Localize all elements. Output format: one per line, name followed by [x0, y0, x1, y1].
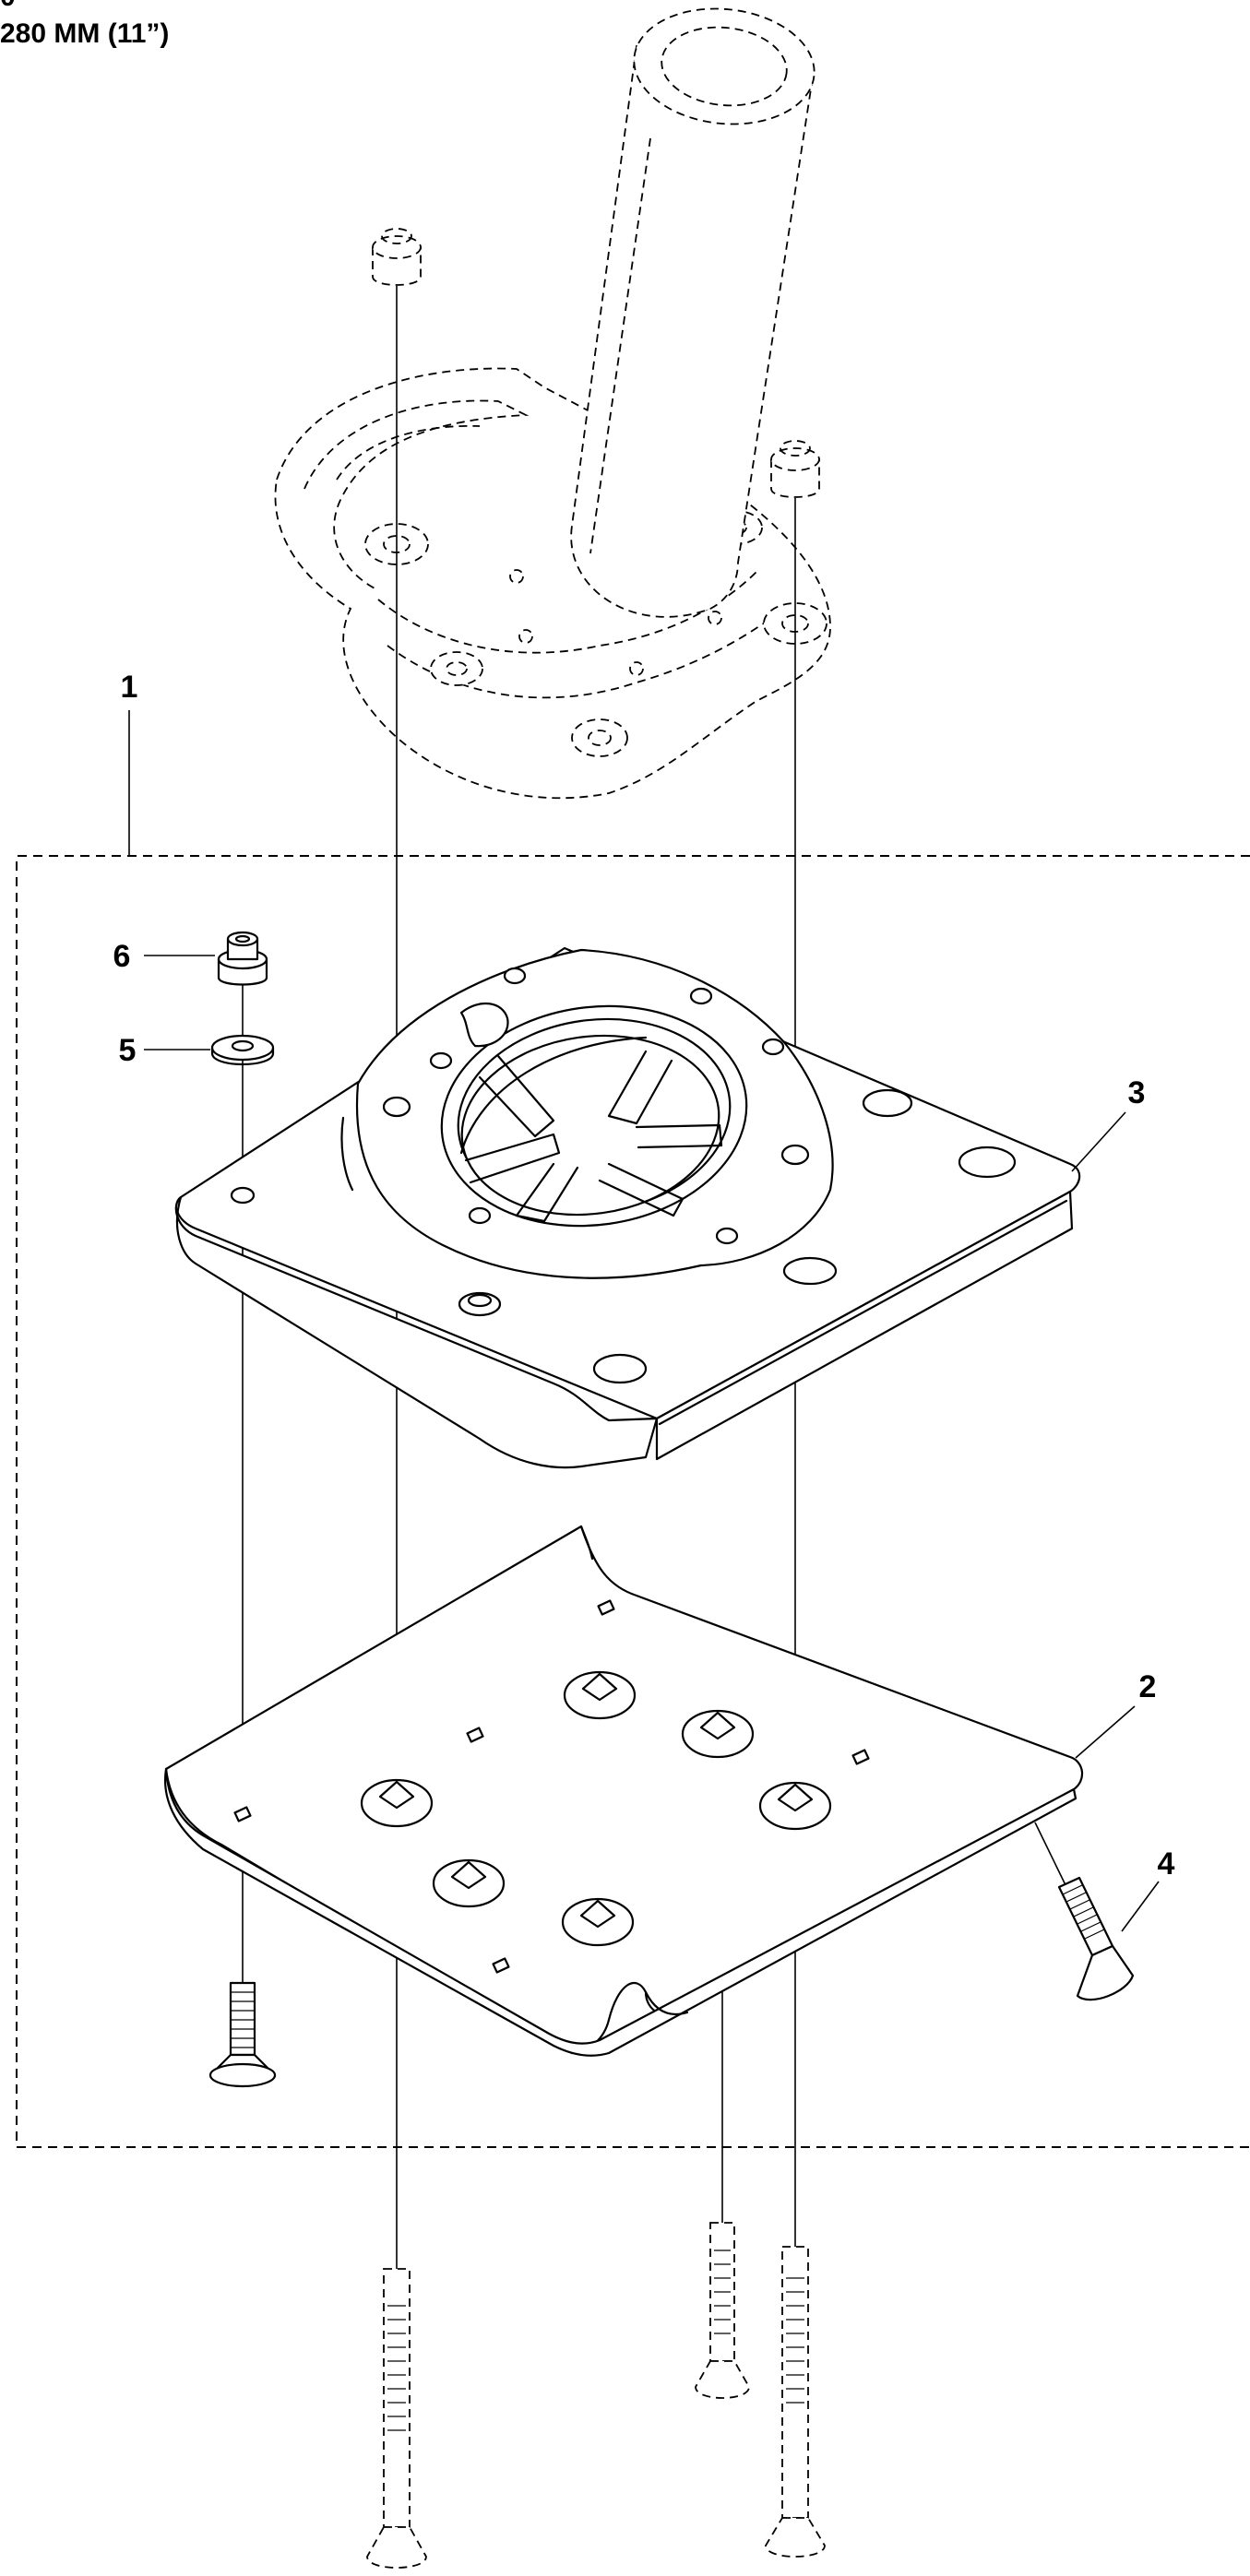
callout-4: 4	[1158, 1846, 1175, 1882]
callout-3: 3	[1128, 1075, 1146, 1110]
plate-adapter-grille	[460, 1034, 720, 1217]
plate-adapter-hole-left	[230, 1186, 256, 1205]
countersunk-screw-left	[208, 1981, 277, 2088]
plate-adapter-front	[655, 1190, 1074, 1461]
diagram-title-line-2: 280 MM (11”)	[0, 18, 170, 49]
callout-leader-3	[1071, 1111, 1126, 1172]
callout-leader-4	[1121, 1881, 1160, 1932]
housing-handle-loop	[304, 399, 530, 591]
base-plate	[164, 1525, 1083, 2057]
washer	[210, 1034, 275, 1066]
plate-adapter	[174, 946, 1081, 1469]
plate-adapter-side	[174, 1195, 659, 1469]
long-bolt-right	[765, 2246, 826, 2558]
countersunk-screw	[1057, 1876, 1135, 2001]
housing-nut-right	[770, 440, 820, 498]
callout-2: 2	[1139, 1669, 1157, 1704]
callout-leader-2	[1075, 1705, 1136, 1759]
callout-5: 5	[119, 1033, 137, 1068]
base-plate-dimples	[360, 1670, 832, 1947]
flange-nut	[217, 931, 268, 986]
callout-6: 6	[113, 939, 131, 974]
base-plate-front-lip	[164, 1767, 1077, 2057]
housing-handle-inner	[336, 425, 481, 481]
housing-tube-top	[633, 7, 815, 125]
base-plate-top-face	[164, 1525, 1083, 2055]
housing-nut-left	[372, 228, 422, 286]
diagram-title-line-1: 0	[0, 0, 16, 11]
long-bolt-middle	[695, 2222, 750, 2399]
long-bolt-left	[366, 2268, 427, 2569]
housing-tube	[570, 44, 814, 618]
assembly-boundary	[16, 855, 1250, 2148]
callout-1: 1	[121, 670, 138, 705]
tube-housing	[274, 7, 831, 800]
